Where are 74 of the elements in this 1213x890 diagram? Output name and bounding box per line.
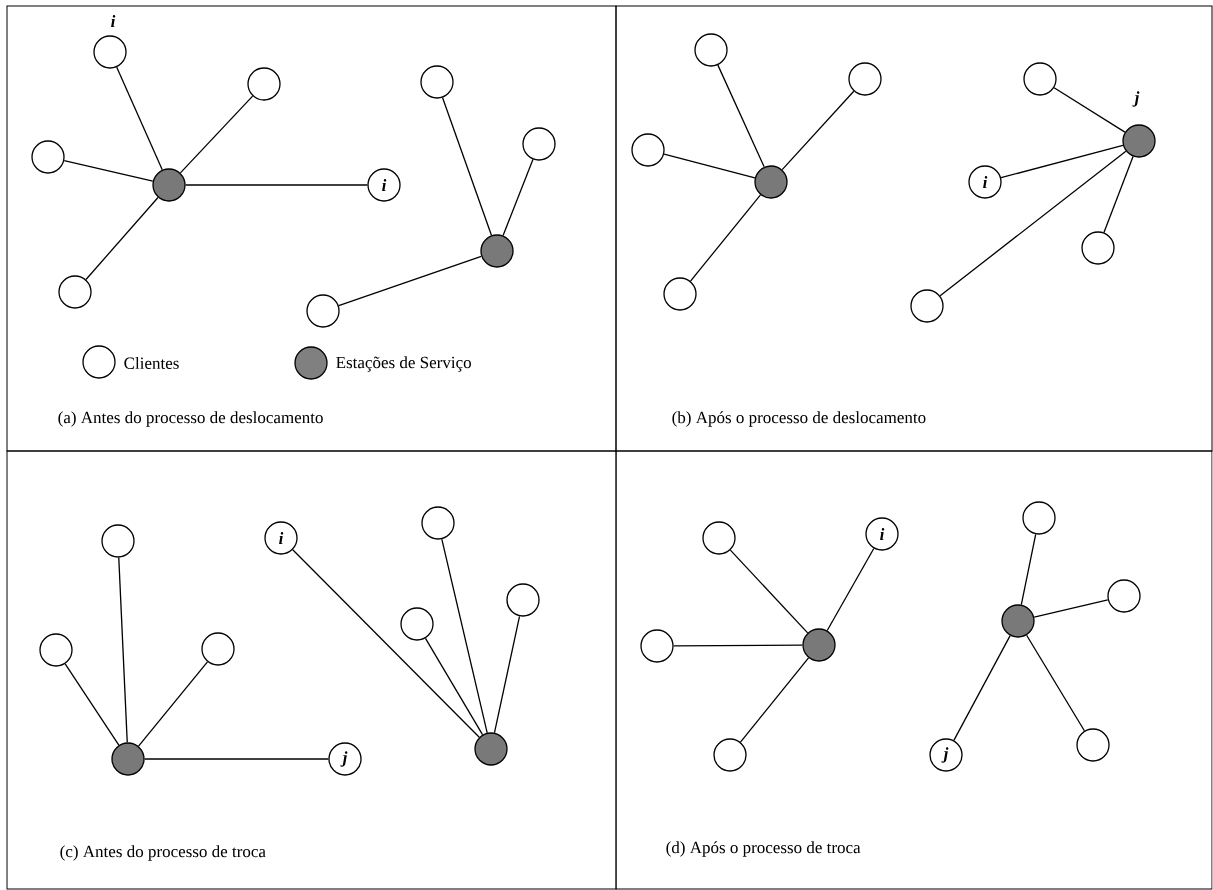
client-circle (420, 65, 454, 99)
connector-line (1033, 599, 1109, 618)
client-circle (640, 629, 674, 663)
connector-line (424, 637, 484, 736)
connector-line (144, 758, 329, 760)
client-circle (1107, 579, 1141, 613)
connector-line (493, 615, 521, 734)
station-circle (480, 234, 514, 268)
connector-line (689, 194, 762, 282)
client-circle (694, 33, 728, 67)
connector-line (1103, 155, 1134, 234)
node-label: i (111, 15, 116, 27)
client-circle (1081, 231, 1115, 265)
panel-caption: (c) Antes do processo de troca (60, 845, 266, 861)
connector-line (118, 556, 128, 743)
client-circle (39, 633, 73, 667)
client-circle (93, 35, 127, 69)
node-label: j (1132, 91, 1140, 107)
client-circle (1076, 728, 1110, 762)
client-circle (506, 583, 540, 617)
connector-line (717, 64, 765, 168)
client-circle (201, 632, 235, 666)
client-circle (58, 275, 92, 309)
station-circle (474, 732, 508, 766)
station-circle (152, 168, 186, 202)
connector-line (179, 95, 254, 174)
connector-line (137, 661, 209, 747)
client-circle (31, 140, 65, 174)
connector-line (1053, 87, 1126, 133)
client-circle (848, 62, 882, 96)
connector-line (338, 255, 482, 307)
client-circle (663, 277, 697, 311)
legend-label: Clientes (124, 357, 179, 369)
client-circle (247, 67, 281, 101)
client-circle (421, 506, 455, 540)
connector-line (729, 549, 809, 634)
connector-line (1000, 144, 1124, 179)
connector-line (939, 150, 1127, 297)
panel-caption: (a) Antes do processo de deslocamento (58, 411, 323, 427)
legend-label: Estações de Serviço (336, 356, 471, 372)
connector-line (673, 644, 803, 647)
connector-line (85, 196, 159, 281)
station-circle (111, 742, 145, 776)
client-circle (101, 524, 135, 558)
connector-line (292, 549, 480, 738)
connector-line (1025, 634, 1086, 732)
connector-line (663, 153, 756, 179)
connector-line (185, 184, 368, 186)
connector-line (502, 158, 534, 237)
connector-line (739, 657, 810, 743)
connector-line (441, 538, 488, 734)
client-circle (522, 127, 556, 161)
client-circle (400, 607, 434, 641)
connector-line (441, 97, 493, 236)
connector-line (64, 663, 120, 746)
client-circle (713, 738, 747, 772)
connector-line (826, 547, 875, 632)
panel-caption: (b) Após o processo de deslocamento (672, 411, 926, 427)
client-circle (631, 133, 665, 167)
client-circle (1022, 501, 1056, 535)
client-circle (306, 294, 340, 328)
connector-line (116, 66, 163, 171)
station-circle (1001, 604, 1035, 638)
station-circle (754, 165, 788, 199)
connector-line (781, 90, 855, 171)
client-circle (1023, 62, 1057, 96)
connector-line (63, 160, 154, 182)
station-circle (1122, 124, 1156, 158)
connector-line (953, 635, 1011, 741)
client-circle (702, 521, 736, 555)
connector-line (1020, 533, 1037, 606)
panel-caption: (d) Após o processo de troca (666, 841, 861, 857)
client-circle (910, 289, 944, 323)
station-circle (802, 628, 836, 662)
